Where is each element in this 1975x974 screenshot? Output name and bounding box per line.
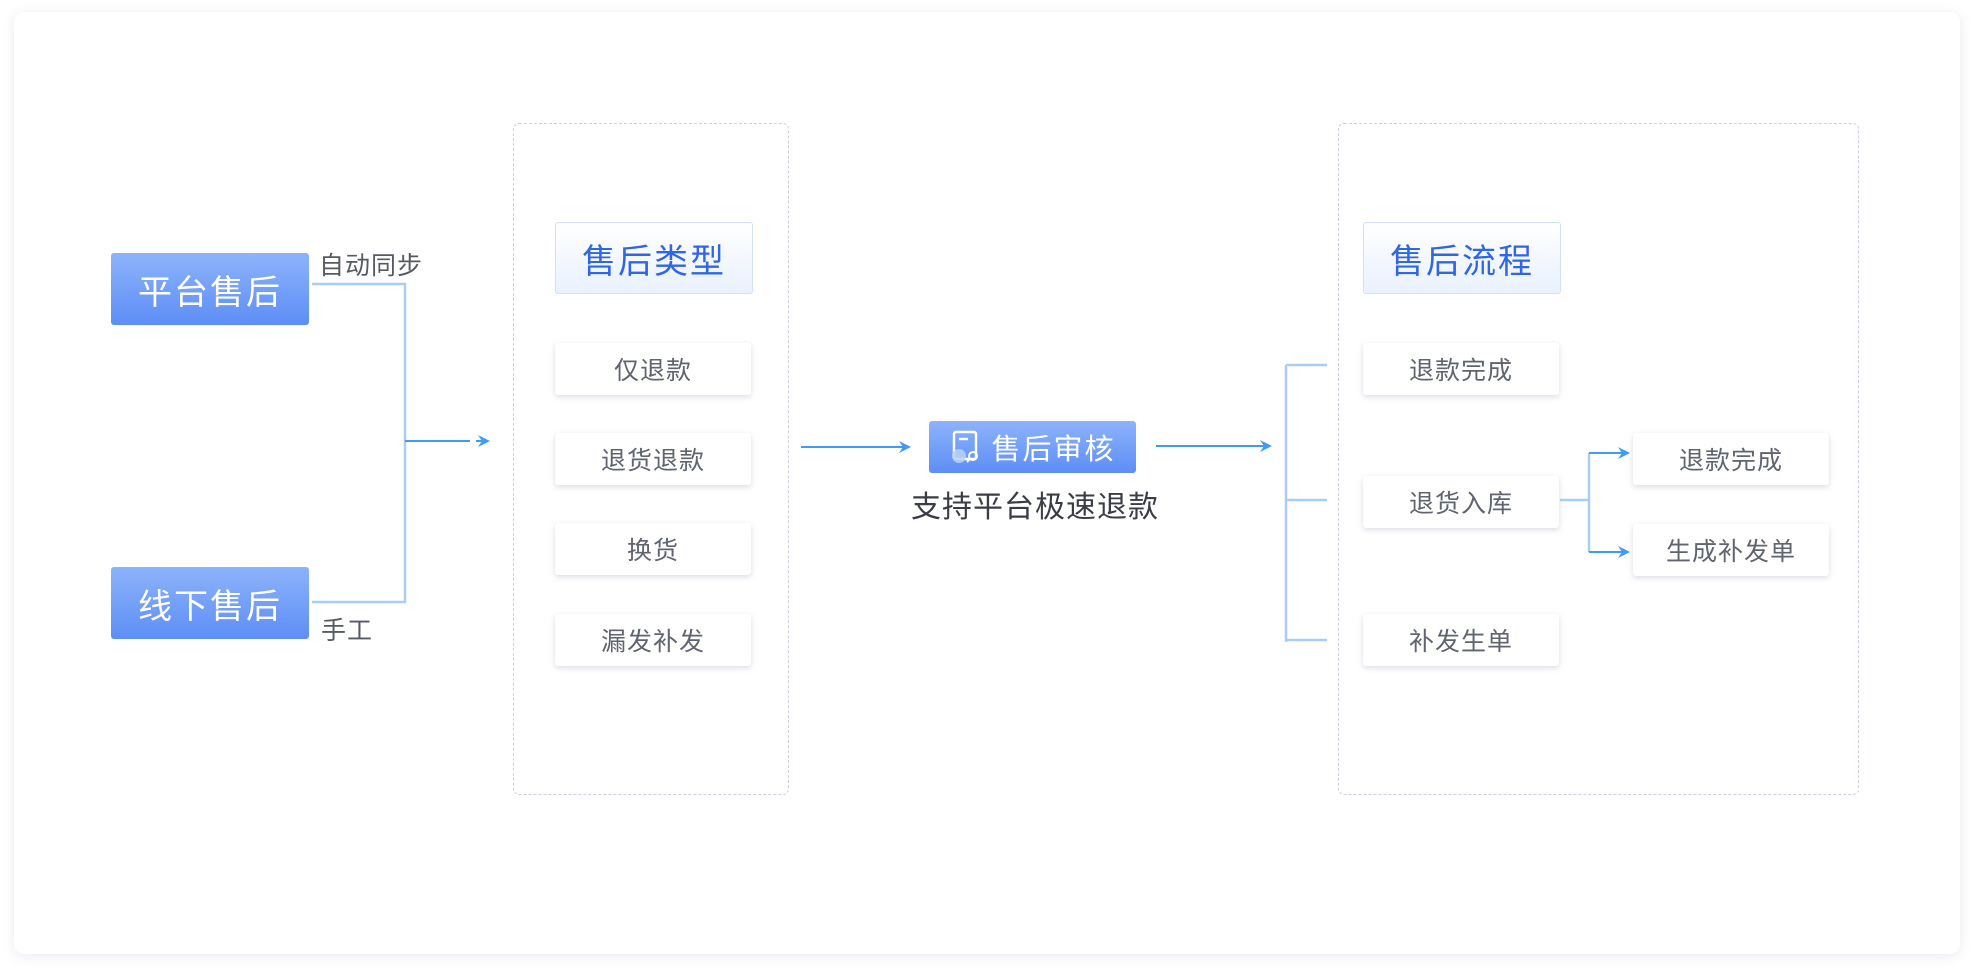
type-item-return-refund: 退货退款 [555, 433, 751, 485]
type-item-missing-reship: 漏发补发 [555, 614, 751, 666]
flow-item-return-warehouse: 退货入库 [1363, 476, 1559, 528]
source-merge-connector [312, 282, 470, 604]
type-item-refund-only: 仅退款 [555, 343, 751, 395]
fast-refund-caption: 支持平台极速退款 [911, 490, 1159, 525]
aftersales-flow-title: 售后流程 [1363, 222, 1561, 294]
aftersales-review-label: 售后审核 [991, 432, 1116, 466]
flow-item-reissue-order: 补发生单 [1363, 614, 1559, 666]
aftersales-types-title: 售后类型 [555, 222, 753, 294]
flow-bracket-connector [1284, 363, 1327, 642]
aftersales-types-panel [513, 123, 789, 795]
aftersales-flow-panel [1338, 123, 1859, 795]
subflow-item-generate-reissue: 生成补发单 [1633, 524, 1829, 576]
flow-item-refund-done: 退款完成 [1363, 343, 1559, 395]
type-item-exchange: 换货 [555, 523, 751, 575]
aftersales-review-box: 售后审核 [929, 421, 1136, 473]
auto-sync-label: 自动同步 [319, 251, 424, 280]
platform-aftersales-box: 平台售后 [111, 253, 309, 325]
subflow-item-refund-done: 退款完成 [1633, 433, 1829, 485]
branch-connector [1560, 453, 1591, 552]
document-search-icon [952, 430, 979, 463]
manual-label: 手工 [321, 616, 374, 645]
offline-aftersales-box: 线下售后 [111, 567, 309, 639]
